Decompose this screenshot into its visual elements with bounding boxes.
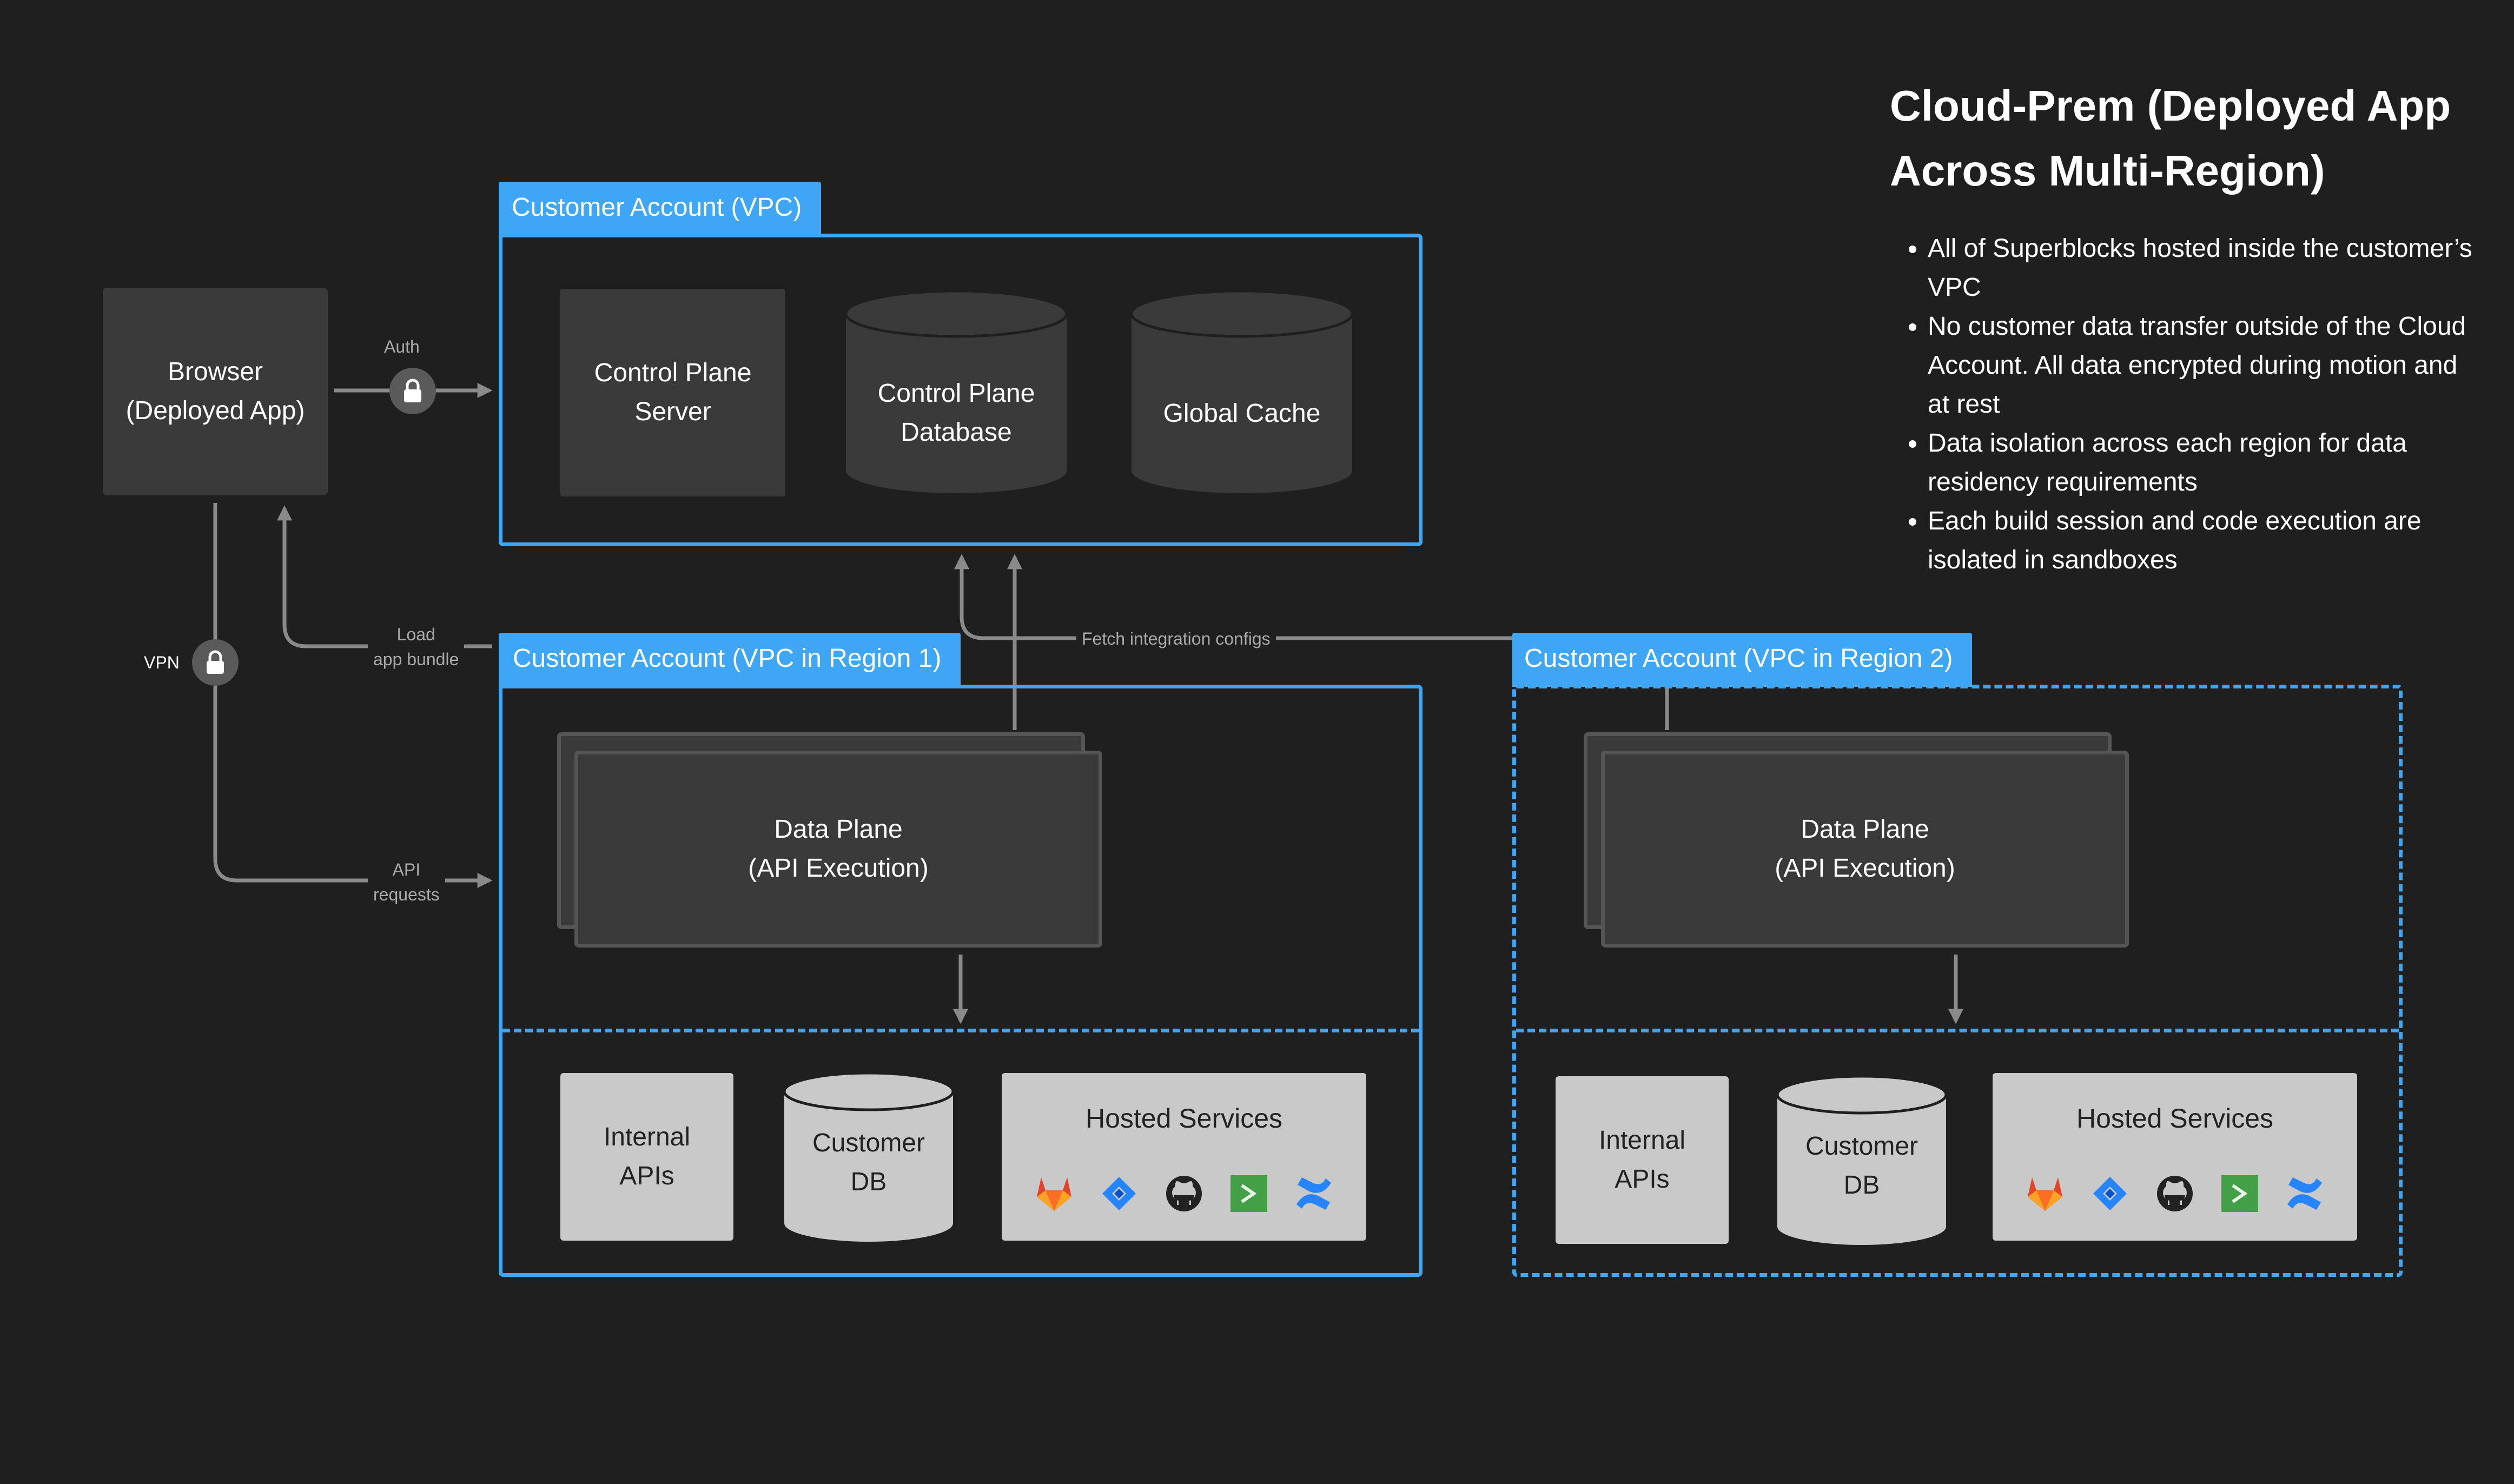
control-plane-server-node: Control Plane Server — [560, 289, 785, 496]
note-item: All of Superblocks hosted inside the cus… — [1928, 229, 2485, 307]
github-icon — [2154, 1172, 2196, 1215]
fetch-configs-connector — [954, 554, 1667, 640]
auth-lock-icon — [389, 368, 436, 414]
region1-internal-apis: Internal APIs — [560, 1073, 733, 1241]
note-item: Each build session and code execution ar… — [1928, 502, 2485, 580]
region1-hosted-services: Hosted Services — [1002, 1073, 1366, 1241]
notes-list: All of Superblocks hosted inside the cus… — [1890, 229, 2485, 580]
region2-hosted-icons — [1993, 1172, 2357, 1215]
diagram-title: Cloud-Prem (Deployed App Across Multi-Re… — [1890, 82, 2451, 195]
note-item: Data isolation across each region for da… — [1928, 424, 2485, 502]
region2-data-plane-node: Data Plane (API Execution) — [1601, 751, 2129, 948]
api-requests-connector — [213, 503, 493, 888]
note-item: No customer data transfer outside of the… — [1928, 307, 2485, 424]
control-plane-database: Control Plane Database — [844, 289, 1069, 495]
auth-label: Auth — [379, 334, 425, 359]
region2-frame — [1512, 685, 2403, 1277]
region1-tab: Customer Account (VPC in Region 1) — [499, 633, 961, 687]
region2-internal-apis: Internal APIs — [1556, 1076, 1729, 1244]
load-bundle-label: Load app bundle — [368, 622, 465, 672]
region2-tab: Customer Account (VPC in Region 2) — [1512, 633, 1973, 687]
github-icon — [1163, 1172, 1205, 1215]
browser-node: Browser (Deployed App) — [103, 288, 328, 495]
confluence-icon — [1293, 1172, 1335, 1215]
customer-vpc-tab: Customer Account (VPC) — [499, 182, 822, 236]
region1-data-plane-node: Data Plane (API Execution) — [574, 751, 1102, 948]
gitlab-icon — [1033, 1172, 1075, 1215]
load-bundle-connector — [277, 505, 492, 648]
customer-vpc-frame — [499, 234, 1423, 546]
api-requests-label: API requests — [368, 857, 445, 907]
region2-services-divider — [1516, 1029, 2399, 1032]
region1-services-divider — [502, 1029, 1419, 1032]
gitlab-icon — [2024, 1172, 2066, 1215]
global-cache: Global Cache — [1129, 289, 1354, 495]
confluence-icon — [2284, 1172, 2326, 1215]
jira-icon — [1098, 1172, 1140, 1215]
vpn-label: VPN — [142, 650, 182, 675]
terminal-icon — [2219, 1172, 2261, 1215]
terminal-icon — [1228, 1172, 1270, 1215]
region1-customer-db: Customer DB — [782, 1071, 955, 1244]
region1-frame — [499, 685, 1423, 1277]
vpn-lock-icon — [192, 639, 239, 686]
jira-icon — [2089, 1172, 2131, 1215]
region2-hosted-services: Hosted Services — [1993, 1073, 2357, 1241]
browser-label: Browser (Deployed App) — [125, 357, 305, 425]
region2-customer-db: Customer DB — [1775, 1074, 1948, 1247]
region1-hosted-icons — [1002, 1172, 1366, 1215]
fetch-configs-label: Fetch integration configs — [1076, 626, 1276, 651]
